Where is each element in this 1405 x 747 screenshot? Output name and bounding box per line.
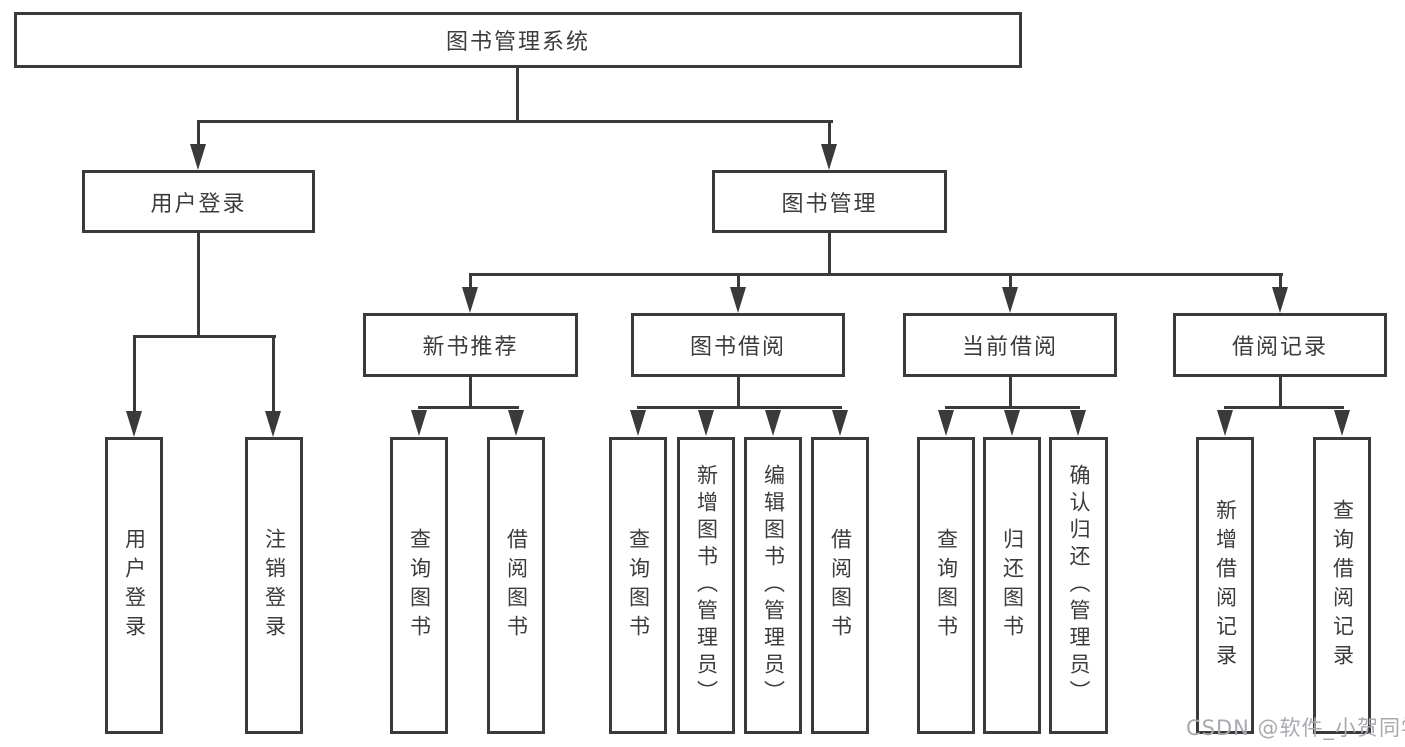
connector-line: [469, 273, 1283, 276]
arrow-down-icon: [1002, 287, 1018, 313]
arrow-down-icon: [190, 144, 206, 170]
connector-line: [1279, 377, 1282, 409]
arrow-down-icon: [1004, 410, 1020, 436]
arrow-down-icon: [462, 287, 478, 313]
arrow-down-icon: [265, 411, 281, 437]
arrow-down-icon: [126, 411, 142, 437]
arrow-down-icon: [765, 410, 781, 436]
leaf-query-books-current: 查询图书: [917, 437, 975, 734]
node-book-management: 图书管理: [712, 170, 947, 233]
node-borrow-records: 借阅记录: [1173, 313, 1387, 377]
arrow-down-icon: [730, 287, 746, 313]
arrow-down-icon: [411, 410, 427, 436]
arrow-down-icon: [938, 410, 954, 436]
connector-line: [1009, 276, 1012, 289]
leaf-borrow-books-recommend: 借阅图书: [487, 437, 545, 734]
leaf-query-books-borrow: 查询图书: [609, 437, 667, 734]
connector-line: [133, 335, 276, 338]
connector-line: [516, 68, 519, 123]
arrow-down-icon: [832, 410, 848, 436]
leaf-borrow-books-borrow: 借阅图书: [811, 437, 869, 734]
connector-line: [133, 338, 136, 413]
csdn-watermark: CSDN @软件_小贺同学: [1186, 716, 1405, 740]
leaf-edit-book-admin: 编辑图书（管理员）: [744, 437, 802, 734]
arrow-down-icon: [1272, 287, 1288, 313]
connector-line: [418, 406, 519, 409]
leaf-logout: 注销登录: [245, 437, 303, 734]
connector-line: [272, 338, 275, 413]
connector-line: [1009, 377, 1012, 409]
leaf-confirm-return-admin: 确认归还（管理员）: [1049, 437, 1108, 734]
connector-line: [737, 377, 740, 409]
arrow-down-icon: [1217, 410, 1233, 436]
connector-line: [197, 120, 833, 123]
connector-line: [828, 233, 831, 276]
connector-line: [197, 233, 200, 338]
arrow-down-icon: [630, 410, 646, 436]
leaf-user-login: 用户登录: [105, 437, 163, 734]
connector-line: [469, 377, 472, 409]
leaf-add-borrow-record: 新增借阅记录: [1196, 437, 1254, 734]
node-new-book-recommend: 新书推荐: [363, 313, 578, 377]
connector-line: [737, 276, 740, 289]
connector-line: [828, 122, 831, 148]
arrow-down-icon: [1070, 410, 1086, 436]
connector-line: [1224, 406, 1344, 409]
leaf-add-book-admin: 新增图书（管理员）: [677, 437, 735, 734]
node-root-system: 图书管理系统: [14, 12, 1022, 68]
node-current-borrow: 当前借阅: [903, 313, 1117, 377]
arrow-down-icon: [508, 410, 524, 436]
leaf-query-borrow-record: 查询借阅记录: [1313, 437, 1371, 734]
connector-line: [469, 276, 472, 289]
node-user-login: 用户登录: [82, 170, 315, 233]
arrow-down-icon: [821, 144, 837, 170]
connector-line: [637, 406, 842, 409]
arrow-down-icon: [1334, 410, 1350, 436]
connector-line: [197, 122, 200, 148]
leaf-query-books-recommend: 查询图书: [390, 437, 448, 734]
connector-line: [1279, 276, 1282, 289]
node-book-borrow: 图书借阅: [631, 313, 845, 377]
arrow-down-icon: [698, 410, 714, 436]
leaf-return-book: 归还图书: [983, 437, 1041, 734]
connector-line: [945, 406, 1080, 409]
